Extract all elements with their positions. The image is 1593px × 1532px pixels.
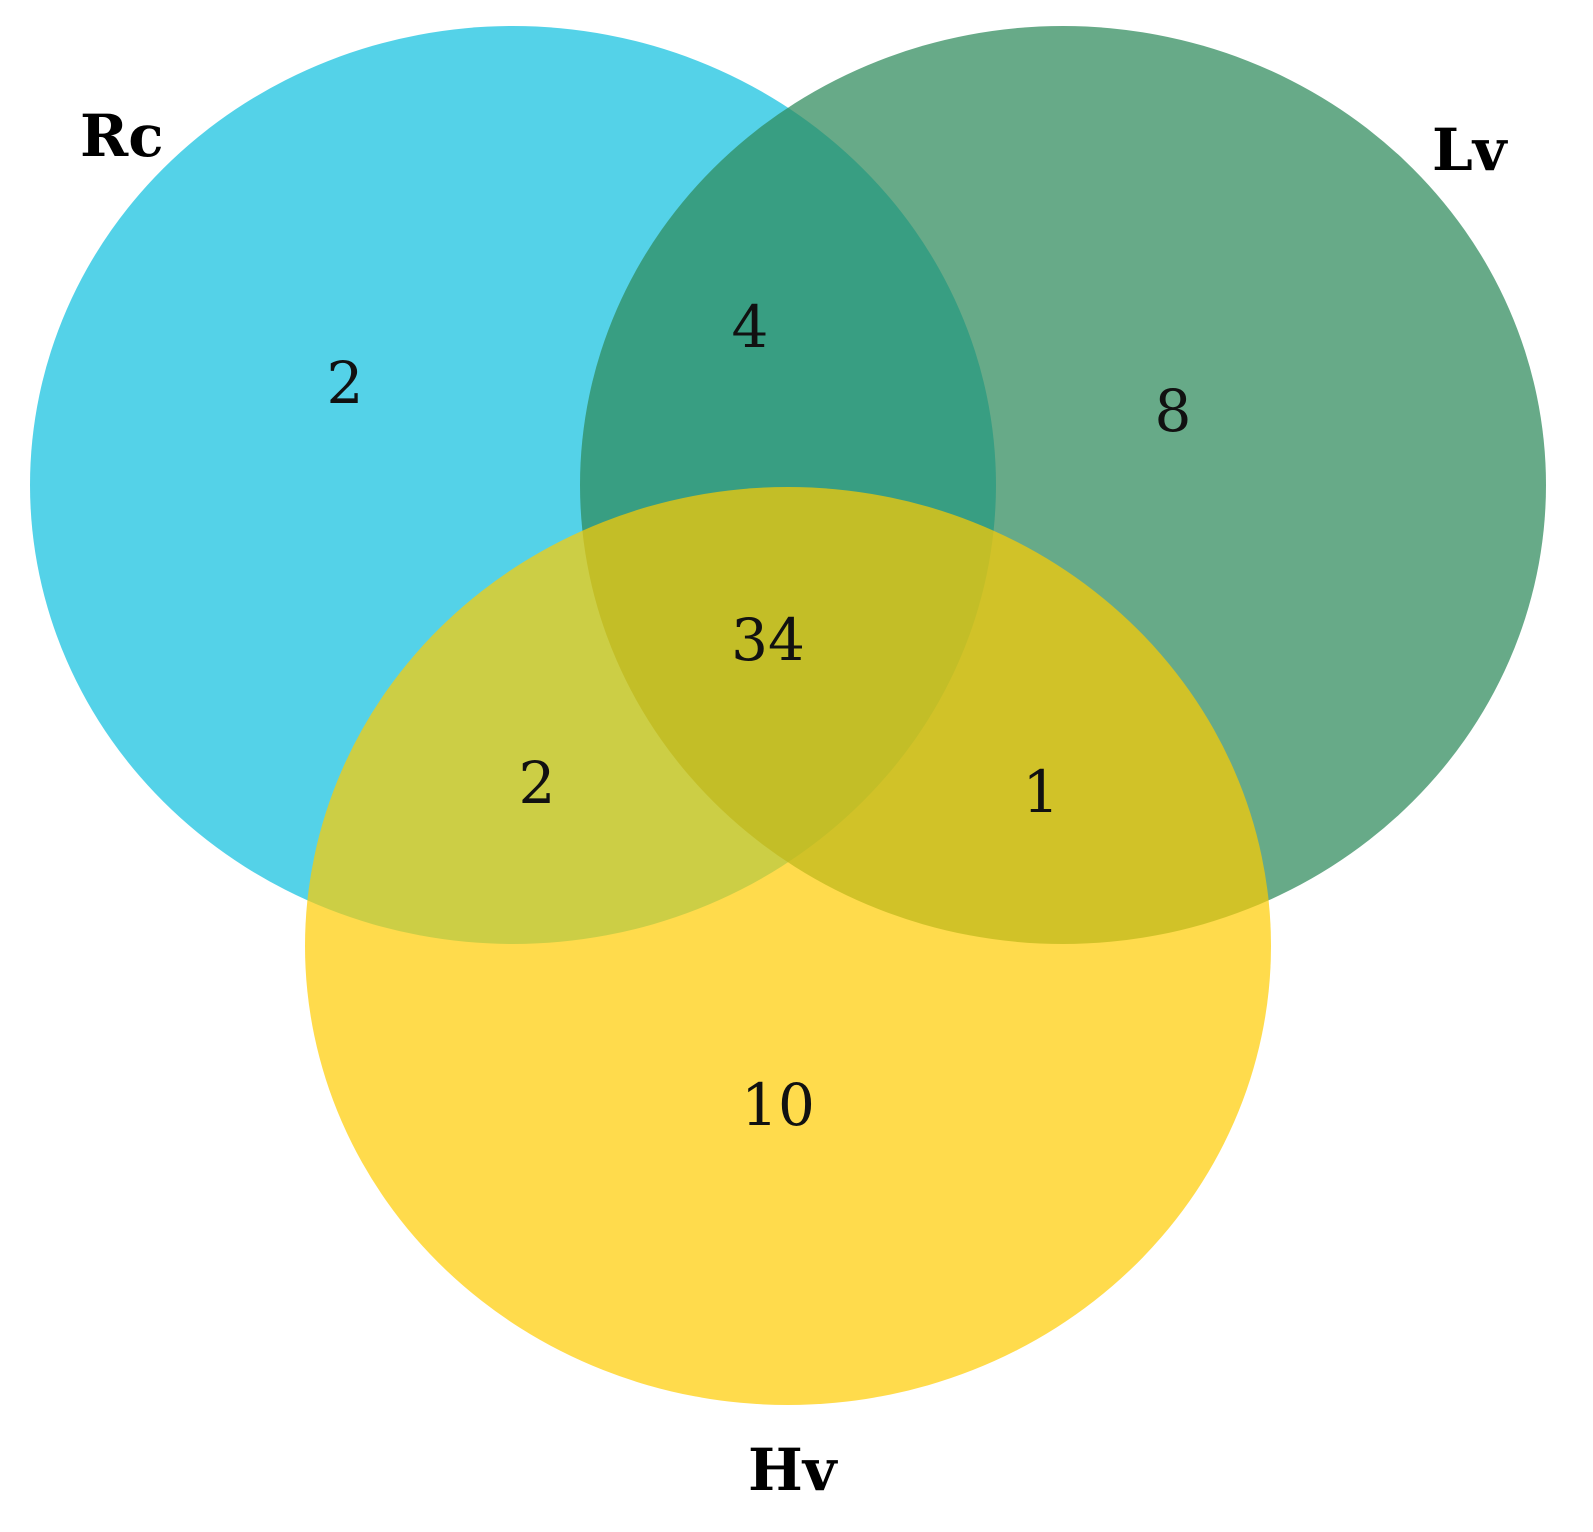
count-rc-lv: 4: [732, 293, 769, 361]
count-rc-only: 2: [327, 349, 364, 417]
set-circles: [30, 26, 1546, 1405]
set-label-hv: Hv: [748, 1436, 839, 1504]
region-counts: 2 8 10 4 2 1 34: [327, 293, 1192, 1139]
count-lv-only: 8: [1155, 377, 1192, 445]
set-labels: Rc Lv Hv: [80, 102, 1509, 1504]
set-label-rc: Rc: [80, 102, 164, 170]
count-rc-hv: 2: [519, 749, 556, 817]
count-lv-hv: 1: [1023, 758, 1060, 826]
count-hv-only: 10: [741, 1071, 815, 1139]
count-rc-lv-hv: 34: [731, 606, 805, 674]
set-label-lv: Lv: [1432, 116, 1509, 184]
circle-hv: [305, 487, 1271, 1405]
